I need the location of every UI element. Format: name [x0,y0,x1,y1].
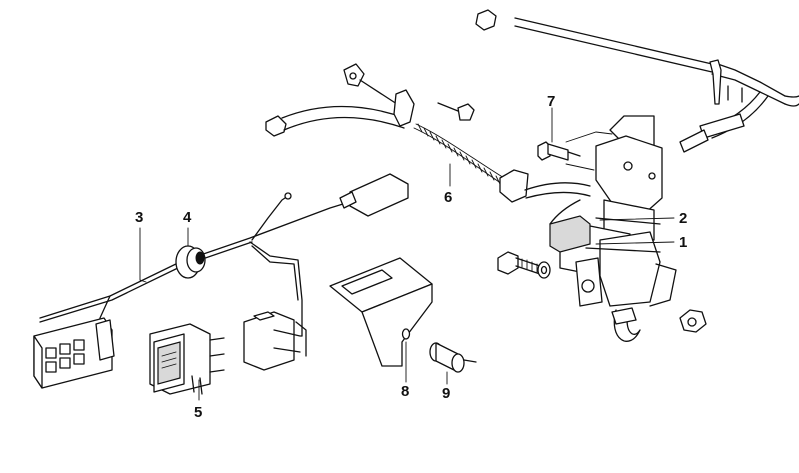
bushing [429,342,477,373]
mounting-bracket [329,257,433,367]
callout-9: 9 [442,385,450,402]
grommet [175,245,206,279]
callout-5: 5 [194,404,202,421]
callout-2: 2 [679,210,687,227]
leader-lines [139,107,675,401]
bowden-cable [265,63,591,203]
callout-6: 6 [444,189,452,206]
connector-pins [45,339,85,373]
cable-spring [417,123,501,185]
bolt [497,251,551,279]
multi-pin-connector [33,317,115,389]
callout-3: 3 [135,209,143,226]
hex-nut [679,309,707,333]
lock-assembly [549,115,677,342]
wiring-harness [39,173,409,337]
callout-8: 8 [401,383,409,400]
actuating-rod [475,9,799,153]
rocker-switch [149,323,225,395]
callout-1: 1 [679,234,687,251]
pin-switch [537,131,613,171]
relay [243,311,307,371]
callout-7: 7 [547,93,555,110]
callout-4: 4 [183,209,192,226]
